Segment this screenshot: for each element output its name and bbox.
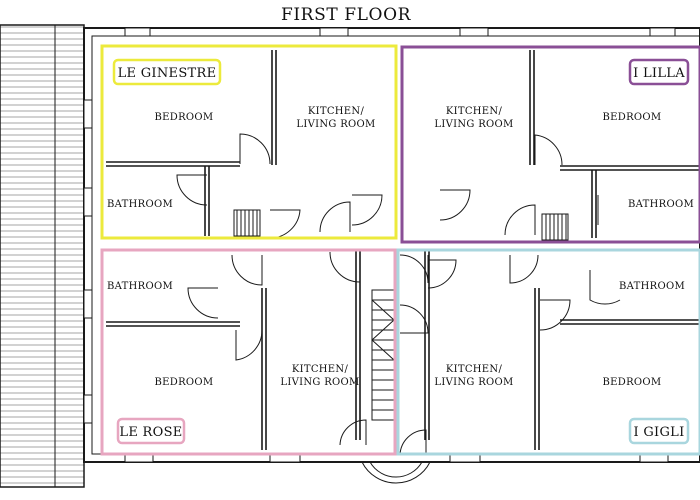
i-lilla-outline: [400, 45, 700, 244]
windows: [83, 27, 676, 463]
le-ginestre-kitchen-label-1: KITCHEN/: [308, 106, 365, 117]
exterior-walls: [83, 27, 700, 463]
i-lilla-kitchen-label-1: KITCHEN/: [446, 106, 503, 117]
i-lilla-bathroom-label: BATHROOM: [628, 199, 694, 210]
roof-hatching: [0, 24, 85, 488]
le-ginestre-outline: [100, 44, 398, 240]
le-ginestre-name: LE GINESTRE: [118, 66, 217, 81]
i-lilla-name: I LILLA: [633, 66, 685, 81]
le-rose-kitchen-label-2: LIVING ROOM: [280, 377, 359, 388]
le-rose-outline: [100, 248, 397, 456]
le-rose-bedroom-label: BEDROOM: [155, 377, 214, 388]
le-ginestre-bathroom-label: BATHROOM: [107, 199, 173, 210]
le-ginestre-badge: LE GINESTRE: [112, 58, 222, 86]
i-gigli-kitchen-label-2: LIVING ROOM: [434, 377, 513, 388]
i-lilla-badge: I LILLA: [628, 58, 690, 86]
i-lilla-bedroom-label: BEDROOM: [603, 112, 662, 123]
i-gigli-badge: I GIGLI: [628, 417, 690, 445]
i-gigli-outline: [396, 248, 700, 456]
le-rose-bathroom-label: BATHROOM: [107, 281, 173, 292]
i-lilla-kitchen-label-2: LIVING ROOM: [434, 119, 513, 130]
i-gigli-bathroom-label: BATHROOM: [619, 281, 685, 292]
le-rose-badge: LE ROSE: [116, 417, 186, 445]
i-gigli-bedroom-label: BEDROOM: [603, 377, 662, 388]
le-rose-name: LE ROSE: [119, 425, 182, 440]
le-rose-kitchen-label-1: KITCHEN/: [292, 364, 349, 375]
i-gigli-name: I GIGLI: [633, 425, 684, 440]
door-swings: [176, 133, 621, 484]
le-ginestre-kitchen-label-2: LIVING ROOM: [296, 119, 375, 130]
le-ginestre-bedroom-label: BEDROOM: [155, 112, 214, 123]
stairs: [233, 209, 569, 421]
floor-title: FIRST FLOOR: [281, 5, 412, 25]
i-gigli-kitchen-label-1: KITCHEN/: [446, 364, 503, 375]
